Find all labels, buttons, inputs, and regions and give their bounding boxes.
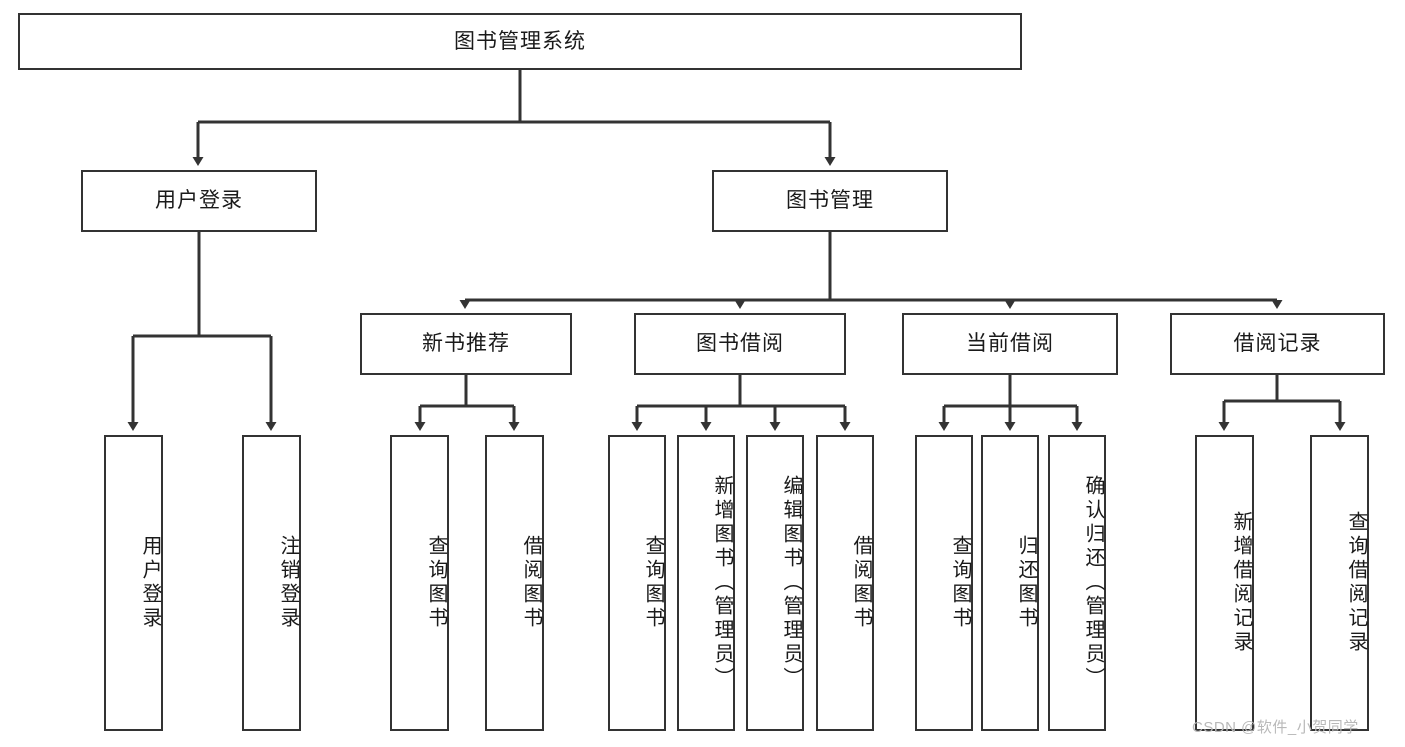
node-user-login[interactable]: 用户登录 [81,170,317,232]
leaf-book-borrow-query[interactable]: 查询图书 [608,435,666,731]
node-borrow-record-label: 借阅记录 [1233,332,1322,356]
node-book-management[interactable]: 图书管理 [712,170,948,232]
node-current-borrow[interactable]: 当前借阅 [902,313,1118,375]
node-book-borrow-label: 图书借阅 [696,332,784,356]
leaf-label: 用户登录 [139,535,161,631]
leaf-label: 新增图书（管理员） [711,475,733,691]
leaf-borrow-record-add[interactable]: 新增借阅记录 [1195,435,1254,731]
leaf-label: 查询图书 [425,535,447,631]
leaf-book-borrow-edit[interactable]: 编辑图书（管理员） [746,435,804,731]
leaf-book-borrow-lend[interactable]: 借阅图书 [816,435,874,731]
node-root[interactable]: 图书管理系统 [18,13,1022,70]
leaf-user-login-signin[interactable]: 用户登录 [104,435,163,731]
leaf-label: 借阅图书 [520,535,542,631]
leaf-user-login-signout[interactable]: 注销登录 [242,435,301,731]
leaf-current-borrow-query[interactable]: 查询图书 [915,435,973,731]
leaf-label: 新增借阅记录 [1230,511,1252,655]
leaf-book-borrow-add[interactable]: 新增图书（管理员） [677,435,735,731]
leaf-label: 确认归还（管理员） [1082,475,1104,691]
node-book-management-label: 图书管理 [786,189,874,213]
node-book-borrow[interactable]: 图书借阅 [634,313,846,375]
leaf-label: 注销登录 [277,535,299,631]
node-user-login-label: 用户登录 [155,189,243,213]
node-new-book-recommend-label: 新书推荐 [422,332,510,356]
node-root-label: 图书管理系统 [454,29,586,53]
leaf-label: 归还图书 [1015,535,1037,631]
leaf-current-borrow-return[interactable]: 归还图书 [981,435,1039,731]
leaf-label: 查询借阅记录 [1345,511,1367,655]
leaf-label: 查询图书 [642,535,664,631]
node-current-borrow-label: 当前借阅 [966,332,1054,356]
csdn-watermark: CSDN @软件_小贺同学 [1192,719,1359,736]
node-borrow-record[interactable]: 借阅记录 [1170,313,1385,375]
leaf-new-book-borrow[interactable]: 借阅图书 [485,435,544,731]
leaf-label: 查询图书 [949,535,971,631]
leaf-new-book-query[interactable]: 查询图书 [390,435,449,731]
node-new-book-recommend[interactable]: 新书推荐 [360,313,572,375]
leaf-label: 借阅图书 [850,535,872,631]
leaf-label: 编辑图书（管理员） [780,475,802,691]
leaf-current-borrow-confirm-return[interactable]: 确认归还（管理员） [1048,435,1106,731]
leaf-borrow-record-query[interactable]: 查询借阅记录 [1310,435,1369,731]
